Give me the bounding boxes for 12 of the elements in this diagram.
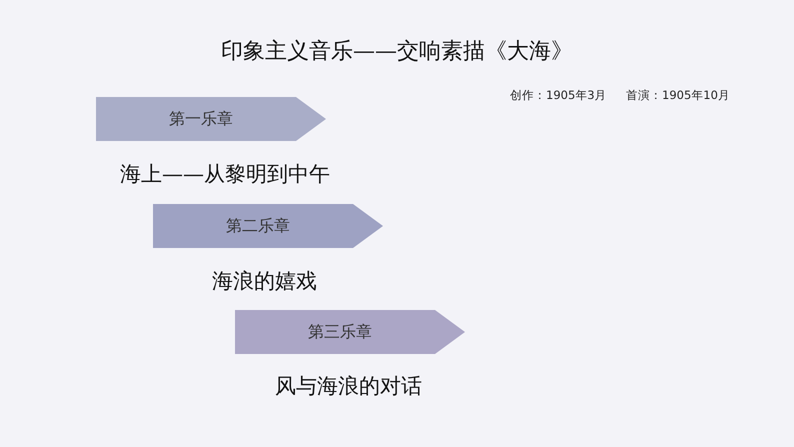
movement-title: 海浪的嬉戏 [212, 268, 317, 295]
chevron-banner [96, 97, 326, 141]
slide-title: 印象主义音乐——交响素描《大海》 [220, 38, 574, 66]
movement-title: 风与海浪的对话 [275, 373, 422, 400]
date-note: 首演：1905年10月 [626, 88, 730, 103]
banner-label: 第一乐章 [168, 109, 234, 130]
banner-label: 第二乐章 [225, 216, 291, 237]
chevron-banner [153, 204, 383, 248]
banner-label: 第三乐章 [307, 322, 373, 343]
date-note: 创作：1905年3月 [510, 88, 607, 103]
chevron-banner [235, 310, 465, 354]
movement-title: 海上——从黎明到中午 [120, 161, 330, 188]
